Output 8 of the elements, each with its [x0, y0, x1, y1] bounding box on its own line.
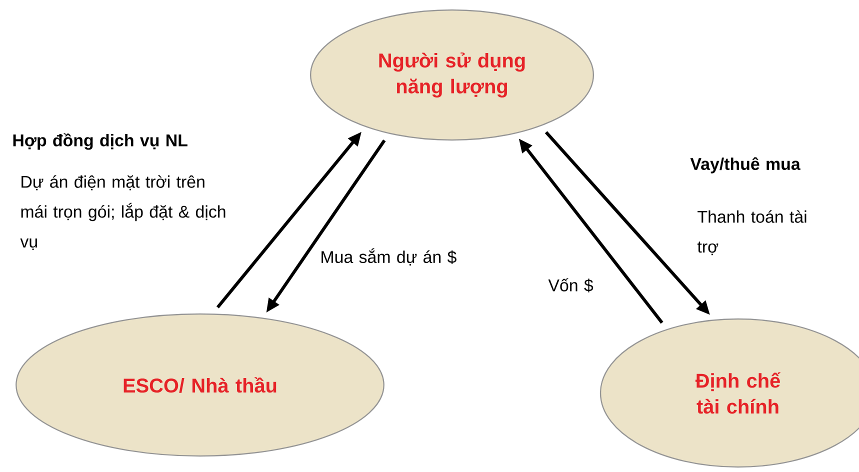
- annotation-text: Thanh toán tài trợ: [697, 210, 806, 256]
- annotation-text: Mua sắm dự án $: [322, 248, 456, 266]
- ellipse-node: Người sử dụng năng lượng: [310, 9, 594, 141]
- heading: Hợp đồng dịch vụ NL: [13, 133, 188, 150]
- heading: Vay/thuê mua: [690, 157, 800, 174]
- annotation-text: Dự án điện mặt trời trên mái trọn gói; lắp đặt & dịch vụ: [20, 175, 226, 250]
- annotation-text: Vốn $: [548, 278, 594, 292]
- ellipse-node: ESCO/ Nhà thầu: [16, 313, 384, 457]
